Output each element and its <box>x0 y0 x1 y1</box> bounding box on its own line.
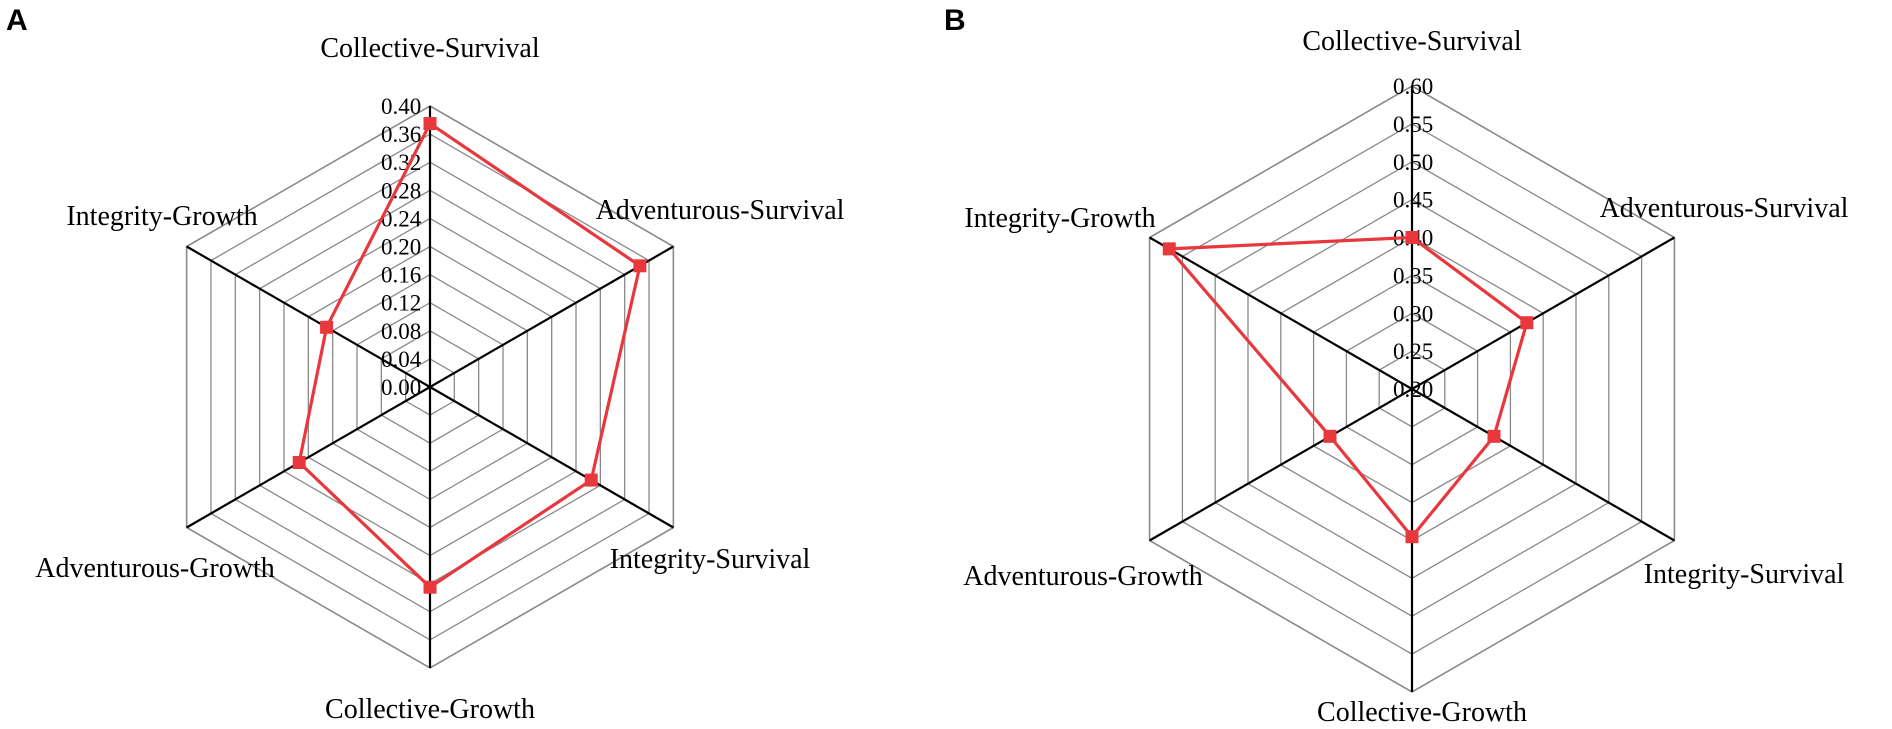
data-point-integrity-growth <box>320 320 334 334</box>
tick-label: 0.60 <box>1393 74 1433 99</box>
tick-labels: 0.000.040.080.120.160.200.240.280.320.36… <box>381 94 422 400</box>
data-point-collective-growth <box>1405 530 1419 544</box>
data-point-adventurous-growth <box>292 456 306 470</box>
tick-label: 0.50 <box>1393 150 1433 175</box>
panel-letter-a: A <box>6 4 28 37</box>
axis-label-integrity-growth: Integrity-Growth <box>66 201 257 232</box>
data-point-collective-survival <box>1405 231 1419 244</box>
series-0 <box>292 117 647 594</box>
panel-letter-b: B <box>944 4 966 37</box>
axis-spoke-adventurous-growth <box>186 386 431 529</box>
axis-label-collective-survival: Collective-Survival <box>320 33 540 64</box>
axis-labels: Collective-SurvivalAdventurous-SurvivalI… <box>35 33 844 725</box>
axis-spoke-integrity-survival <box>429 386 674 529</box>
series-line <box>1167 235 1529 539</box>
tick-label: 0.16 <box>381 263 421 288</box>
tick-label: 0.20 <box>1393 377 1433 402</box>
tick-label: 0.20 <box>381 235 421 260</box>
data-point-collective-growth <box>423 580 437 594</box>
tick-label: 0.45 <box>1393 188 1433 213</box>
axis-label-adventurous-survival: Adventurous-Survival <box>1600 193 1849 224</box>
axis-spoke-integrity-growth <box>186 245 431 388</box>
data-point-collective-survival <box>423 117 437 131</box>
series-line <box>297 121 642 589</box>
tick-labels: 0.200.250.300.350.400.450.500.550.60 <box>1393 74 1433 402</box>
radar-grid <box>185 105 675 669</box>
tick-label: 0.30 <box>1393 301 1433 326</box>
data-point-integrity-survival <box>1487 429 1501 443</box>
tick-label: 0.24 <box>381 206 422 231</box>
axis-label-integrity-survival: Integrity-Survival <box>610 544 811 575</box>
axis-spoke-integrity-growth <box>1149 236 1413 390</box>
axis-label-adventurous-survival: Adventurous-Survival <box>596 195 845 226</box>
tick-label: 0.08 <box>381 319 421 344</box>
data-point-integrity-survival <box>584 473 598 487</box>
tick-label: 0.36 <box>381 122 421 147</box>
axis-label-adventurous-growth: Adventurous-Growth <box>35 553 275 584</box>
radar-panel-b: B 0.200.250.300.350.400.450.500.550.60Co… <box>944 4 1849 728</box>
data-point-adventurous-survival <box>1520 316 1534 330</box>
axis-labels: Collective-SurvivalAdventurous-SurvivalI… <box>963 26 1848 728</box>
tick-label: 0.00 <box>381 375 421 400</box>
axis-spoke-adventurous-survival <box>1411 236 1675 390</box>
axis-spoke-integrity-survival <box>1411 388 1675 542</box>
axis-label-collective-growth: Collective-Growth <box>1317 697 1527 728</box>
tick-label: 0.40 <box>381 94 421 119</box>
tick-label: 0.35 <box>1393 263 1433 288</box>
radar-panel-a: A 0.000.040.080.120.160.200.240.280.320.… <box>6 4 845 725</box>
data-point-integrity-growth <box>1162 242 1176 256</box>
axis-label-collective-growth: Collective-Growth <box>325 694 535 725</box>
axis-label-adventurous-growth: Adventurous-Growth <box>963 561 1203 592</box>
tick-label: 0.25 <box>1393 339 1433 364</box>
axis-spoke-adventurous-survival <box>429 245 674 388</box>
tick-label: 0.12 <box>381 291 421 316</box>
axis-label-integrity-growth: Integrity-Growth <box>964 203 1155 234</box>
data-point-adventurous-survival <box>633 259 647 273</box>
axis-label-integrity-survival: Integrity-Survival <box>1644 559 1845 590</box>
tick-label: 0.04 <box>381 347 422 372</box>
axis-spoke-adventurous-growth <box>1149 388 1413 542</box>
tick-label: 0.55 <box>1393 112 1433 137</box>
data-point-adventurous-growth <box>1323 429 1337 443</box>
series-0 <box>1162 231 1534 544</box>
axis-label-collective-survival: Collective-Survival <box>1302 26 1522 57</box>
